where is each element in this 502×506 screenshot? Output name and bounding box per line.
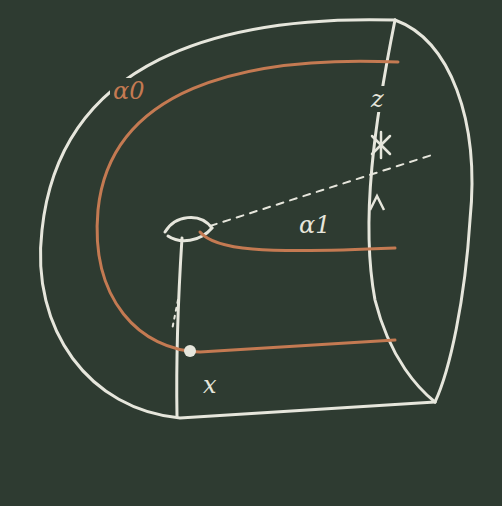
point-label: x: [200, 372, 220, 398]
point-label: z: [368, 86, 387, 112]
curve-label: α0: [110, 78, 147, 104]
outer-boundary: [40, 20, 435, 418]
curve-label: α1: [296, 212, 333, 238]
back-cut: [395, 20, 472, 402]
hole-wall: [177, 238, 182, 416]
front-cut: [369, 20, 435, 402]
point-z: [372, 132, 390, 158]
alpha0-curve: [97, 61, 398, 352]
orientation-arrow: [370, 196, 384, 210]
hidden-line: [172, 300, 178, 330]
point-x: [184, 345, 196, 357]
